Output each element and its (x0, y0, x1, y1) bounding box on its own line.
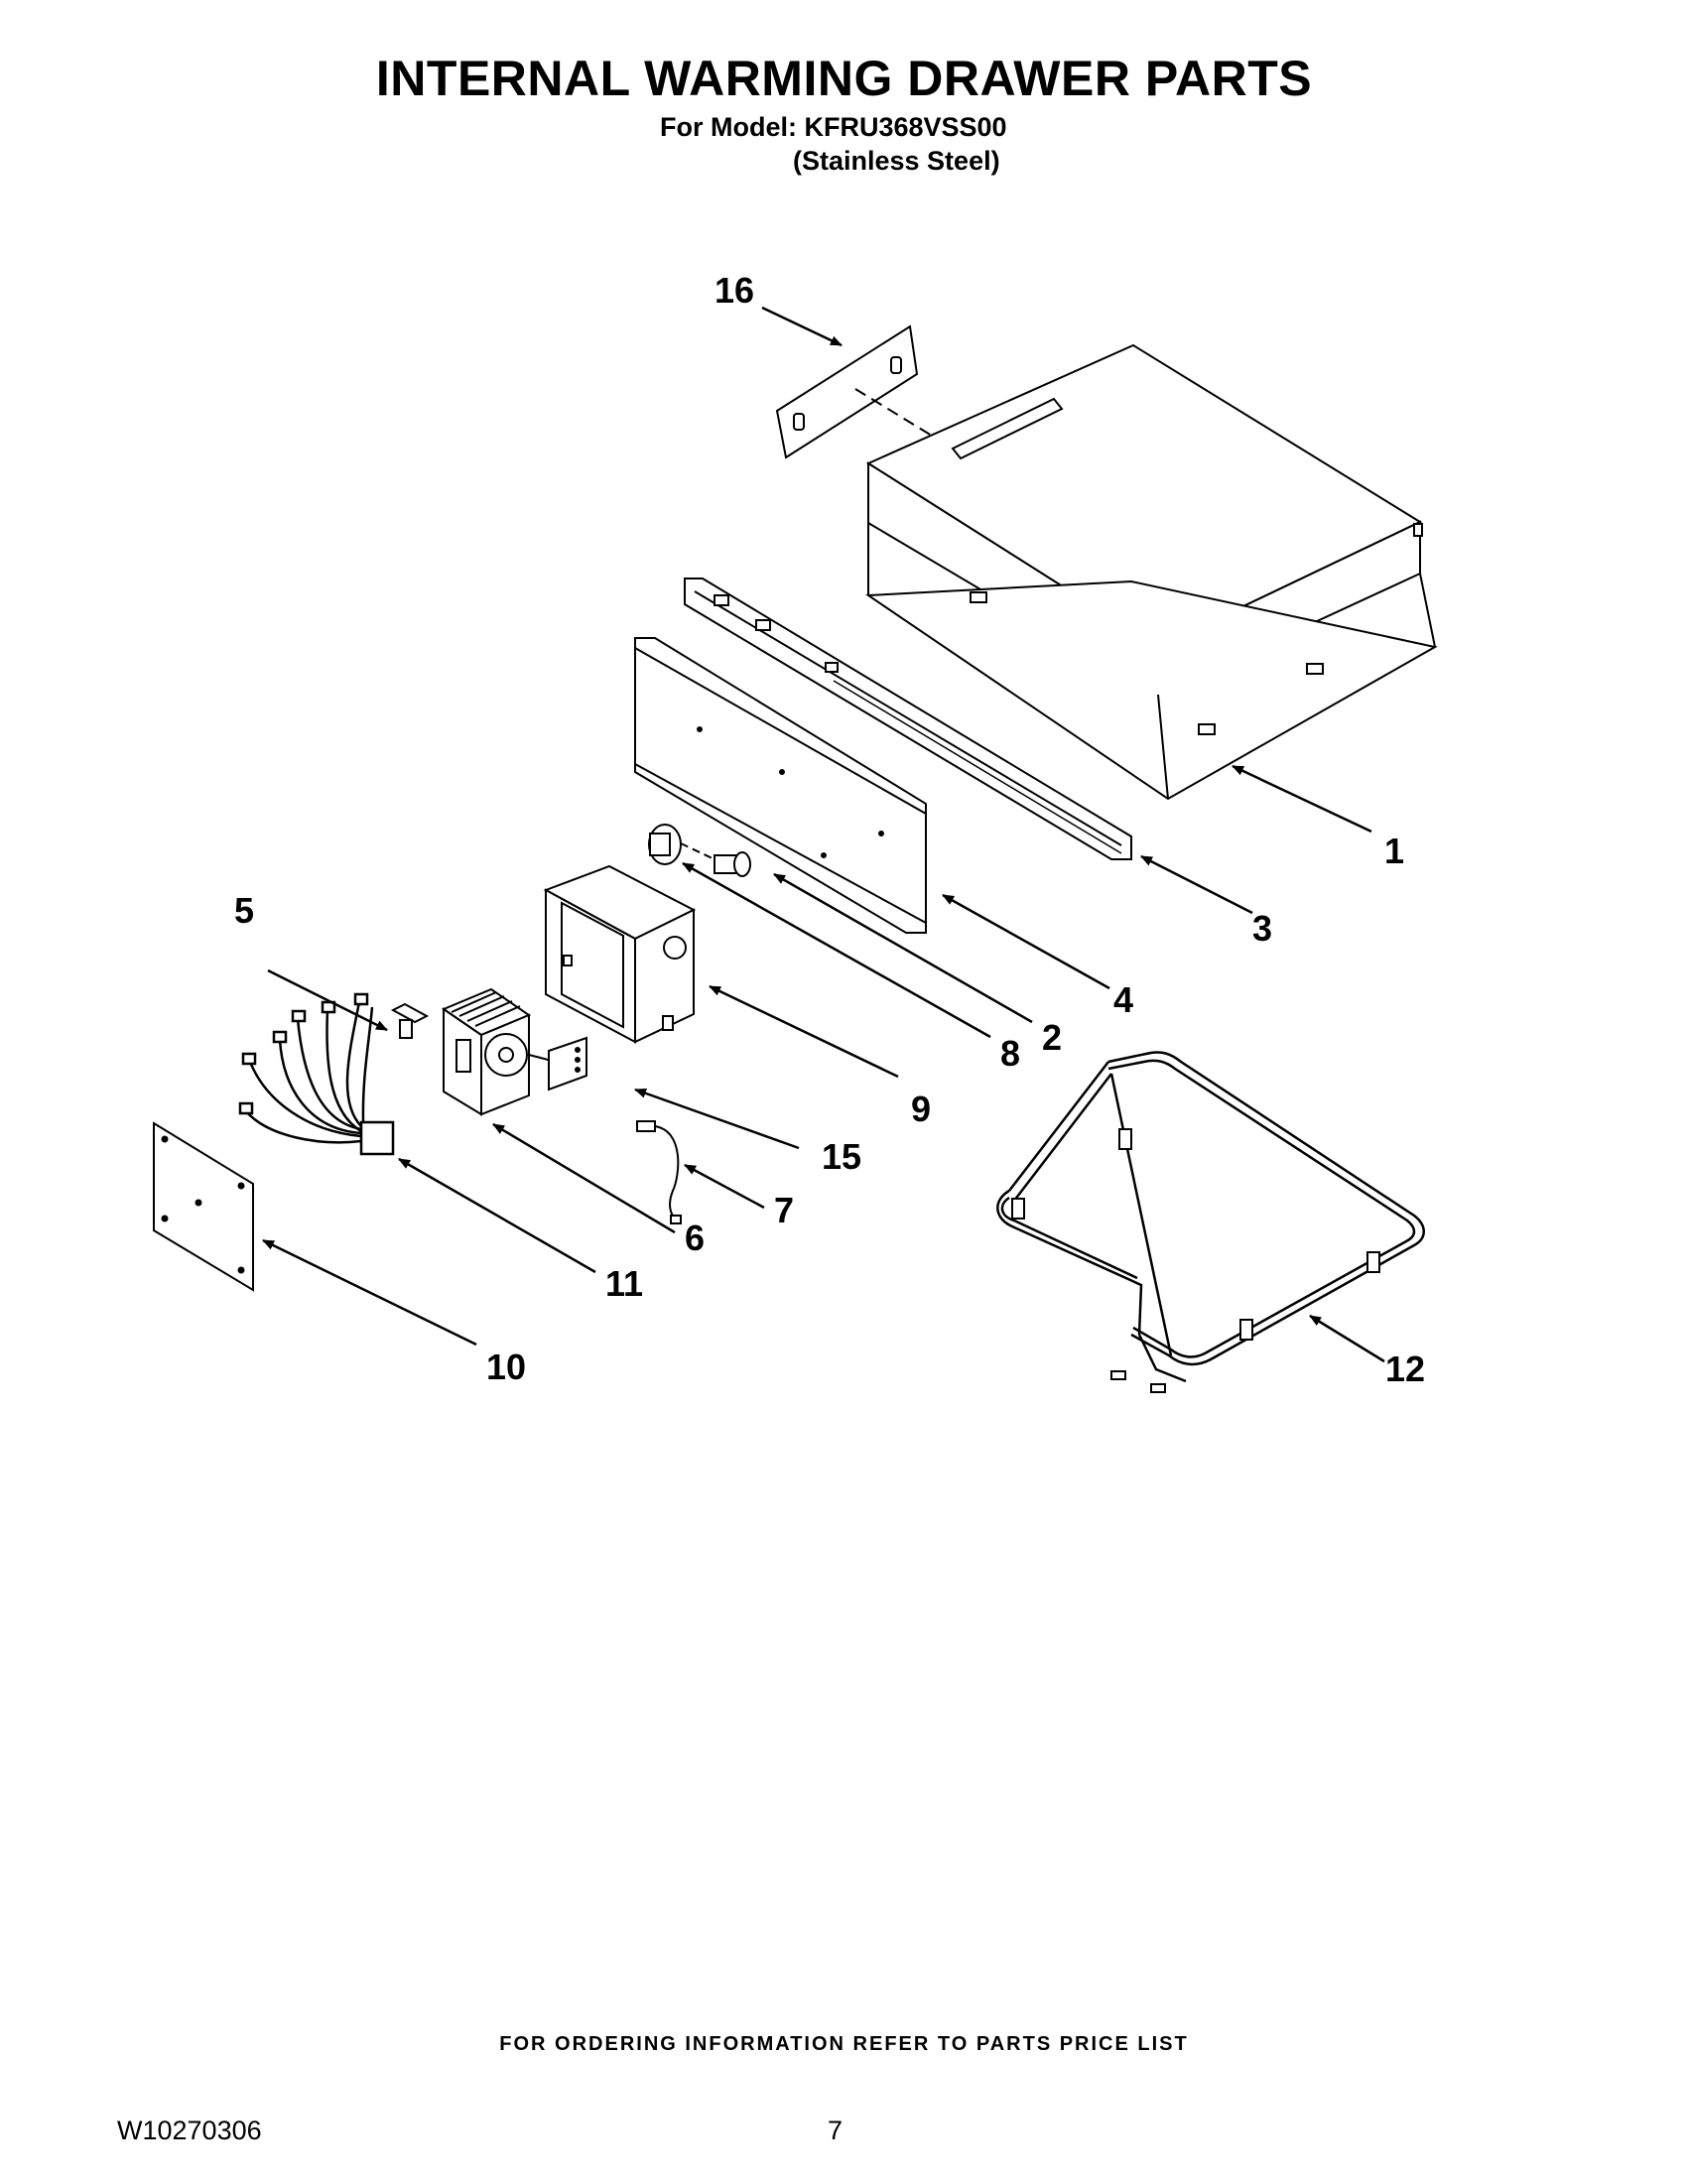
leader-7 (684, 1163, 765, 1210)
callout-2: 2 (1042, 1017, 1062, 1058)
finish-line: (Stainless Steel) (793, 146, 1000, 176)
callout-15: 15 (822, 1136, 861, 1177)
part-1-drawer-cavity (864, 343, 1438, 801)
part-8-sensor-bolt (714, 851, 751, 877)
part-4-drawer-panel (634, 637, 927, 934)
leader-4 (942, 893, 1110, 990)
part-3-slide-rail (684, 578, 1132, 860)
leader-3 (1140, 854, 1253, 915)
leader-11 (398, 1157, 596, 1274)
callout-11: 11 (605, 1263, 643, 1304)
leader-arrows (262, 306, 1385, 1363)
leader-5 (267, 968, 388, 1032)
callout-10: 10 (486, 1347, 526, 1387)
leader-8 (682, 861, 991, 1039)
part-6-rotary-switch (441, 987, 557, 1116)
callout-1: 1 (1384, 831, 1404, 871)
leader-1 (1232, 764, 1372, 834)
callout-7: 7 (774, 1190, 794, 1230)
page-title: INTERNAL WARMING DRAWER PARTS (375, 51, 1313, 106)
callout-12: 12 (1385, 1349, 1425, 1389)
part-9-control-housing (543, 864, 697, 1044)
part-15-knob-plate (548, 1036, 587, 1092)
page-number: 7 (828, 2116, 844, 2145)
part-16-bracket-plate (775, 324, 946, 459)
part-11-wiring-harness (238, 992, 395, 1156)
callout-5: 5 (234, 890, 254, 931)
part-10-cover-plate (153, 1121, 254, 1292)
callout-16: 16 (714, 270, 754, 311)
part-12-heating-element (996, 1051, 1425, 1393)
leader-16 (761, 306, 843, 347)
leader-10 (262, 1238, 477, 1347)
callout-6: 6 (685, 1218, 705, 1258)
document-number: W10270306 (117, 2116, 262, 2145)
model-line: For Model: KFRU368VSS00 (660, 112, 1007, 142)
part-2-thermostat (648, 824, 715, 865)
leader-15 (634, 1088, 800, 1150)
leader-12 (1309, 1314, 1385, 1363)
callout-3: 3 (1252, 908, 1272, 949)
callout-4: 4 (1113, 979, 1133, 1020)
callout-8: 8 (1000, 1033, 1020, 1074)
leader-9 (709, 984, 899, 1079)
leader-6 (492, 1122, 676, 1234)
part-7-wire-lead (636, 1120, 682, 1224)
leader-2 (773, 872, 1033, 1024)
part-5-screw (390, 1002, 430, 1039)
ordering-note: FOR ORDERING INFORMATION REFER TO PARTS … (499, 2033, 1189, 2055)
callout-9: 9 (911, 1089, 931, 1129)
